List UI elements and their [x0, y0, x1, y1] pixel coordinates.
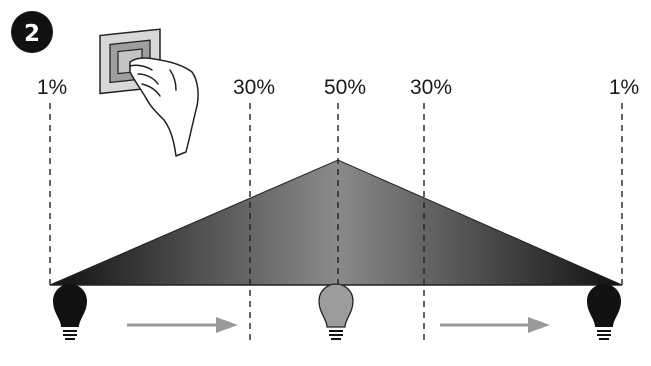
- light-bulb-dim-icon: [318, 283, 354, 340]
- marker-label-1: 1%: [37, 76, 67, 99]
- step-number: 2: [24, 21, 40, 47]
- light-bulb-off-icon: [587, 284, 621, 340]
- dimming-ramp: [49, 159, 623, 286]
- marker-label-5: 1%: [609, 76, 639, 99]
- right-arrow-icon: [440, 317, 550, 333]
- step-badge: 2: [11, 11, 53, 53]
- right-arrow-icon: [127, 317, 238, 333]
- marker-label-3: 50%: [324, 76, 366, 99]
- light-bulb-off-icon: [53, 284, 87, 340]
- marker-label-2: 30%: [233, 76, 275, 99]
- marker-label-4: 30%: [410, 76, 452, 99]
- hand-icon: [129, 57, 199, 157]
